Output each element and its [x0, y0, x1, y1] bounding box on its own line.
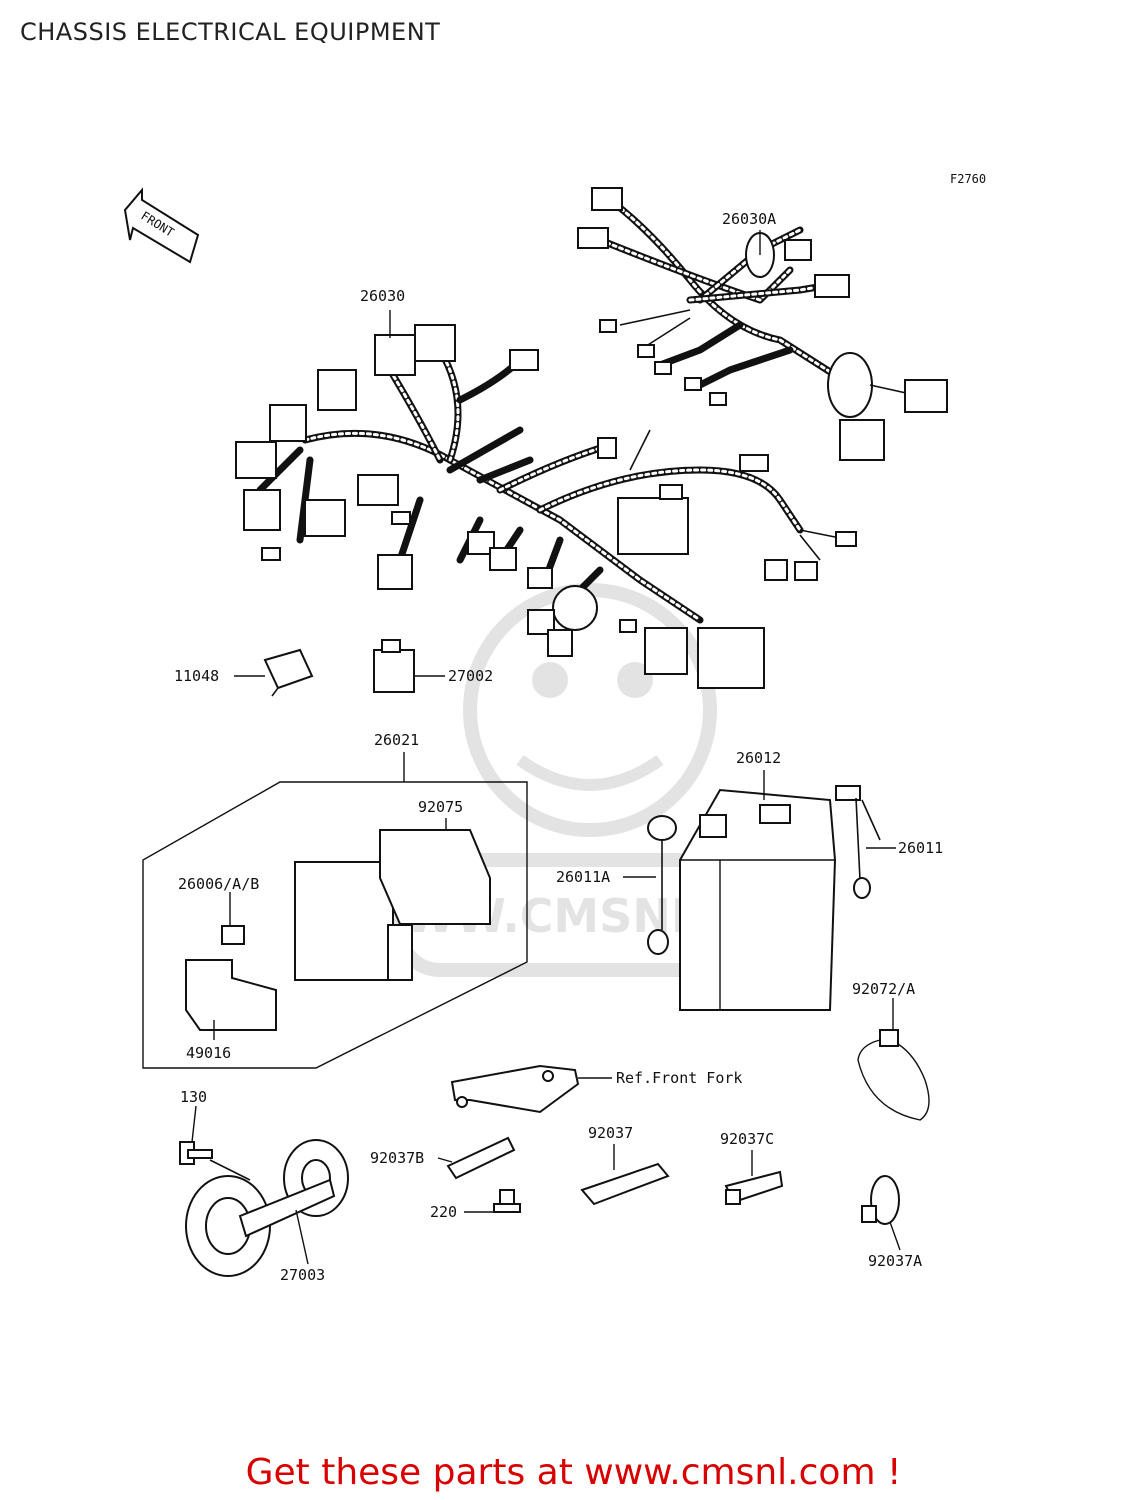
- callout-92037c: 92037C: [720, 1130, 774, 1148]
- cable-26011: [835, 785, 881, 899]
- callout-49016: 49016: [186, 1044, 231, 1062]
- callout-26011: 26011: [898, 839, 943, 857]
- callout-26030: 26030: [360, 287, 405, 305]
- part-11048: [263, 648, 314, 697]
- sub-harness-26030a: [577, 187, 948, 461]
- callout-26030a: 26030A: [722, 210, 776, 228]
- callout-11048: 11048: [174, 667, 219, 685]
- callout-92072-a: 92072/A: [852, 980, 915, 998]
- page-title: CHASSIS ELECTRICAL EQUIPMENT: [20, 18, 441, 46]
- clamp-92037c: [724, 1170, 784, 1205]
- callout-92037: 92037: [588, 1124, 633, 1142]
- footer-promo[interactable]: Get these parts at www.cmsnl.com !: [245, 1452, 902, 1493]
- clamp-92037: [580, 1162, 670, 1206]
- callout-26021: 26021: [374, 731, 419, 749]
- callout-26006-a-b: 26006/A/B: [178, 875, 259, 893]
- callout-92037a: 92037A: [868, 1252, 922, 1270]
- bolt-130: [179, 1141, 251, 1181]
- callout-27002: 27002: [448, 667, 493, 685]
- callout-ref-front-fork: Ref.Front Fork: [616, 1069, 742, 1087]
- callout-92075: 92075: [418, 798, 463, 816]
- callout-27003: 27003: [280, 1266, 325, 1284]
- figure-code: F2760: [950, 172, 986, 186]
- callout-26011a: 26011A: [556, 868, 610, 886]
- main-harness-26030: [235, 324, 857, 689]
- bolt-220: [493, 1189, 521, 1213]
- horn-27003: [185, 1139, 349, 1277]
- clamp-92037b: [446, 1136, 516, 1180]
- part-27002: [373, 639, 415, 693]
- tie-band-92072a: [857, 1029, 930, 1121]
- junction-box-frame: [142, 781, 528, 1069]
- front-fork-bracket: [450, 1064, 580, 1114]
- callout-92037b: 92037B: [370, 1149, 424, 1167]
- cable-26011a: [647, 815, 677, 955]
- callout-labels: 26030A 26030 11048 27002 26021 92075 260…: [174, 210, 943, 1284]
- callout-26012: 26012: [736, 749, 781, 767]
- front-arrow-icon: FRONT: [123, 187, 200, 264]
- leader-lines: [191, 230, 901, 1265]
- callout-130: 130: [180, 1088, 207, 1106]
- clamp-92037a: [861, 1175, 900, 1225]
- battery-26012: [679, 788, 837, 1011]
- callout-220: 220: [430, 1203, 457, 1221]
